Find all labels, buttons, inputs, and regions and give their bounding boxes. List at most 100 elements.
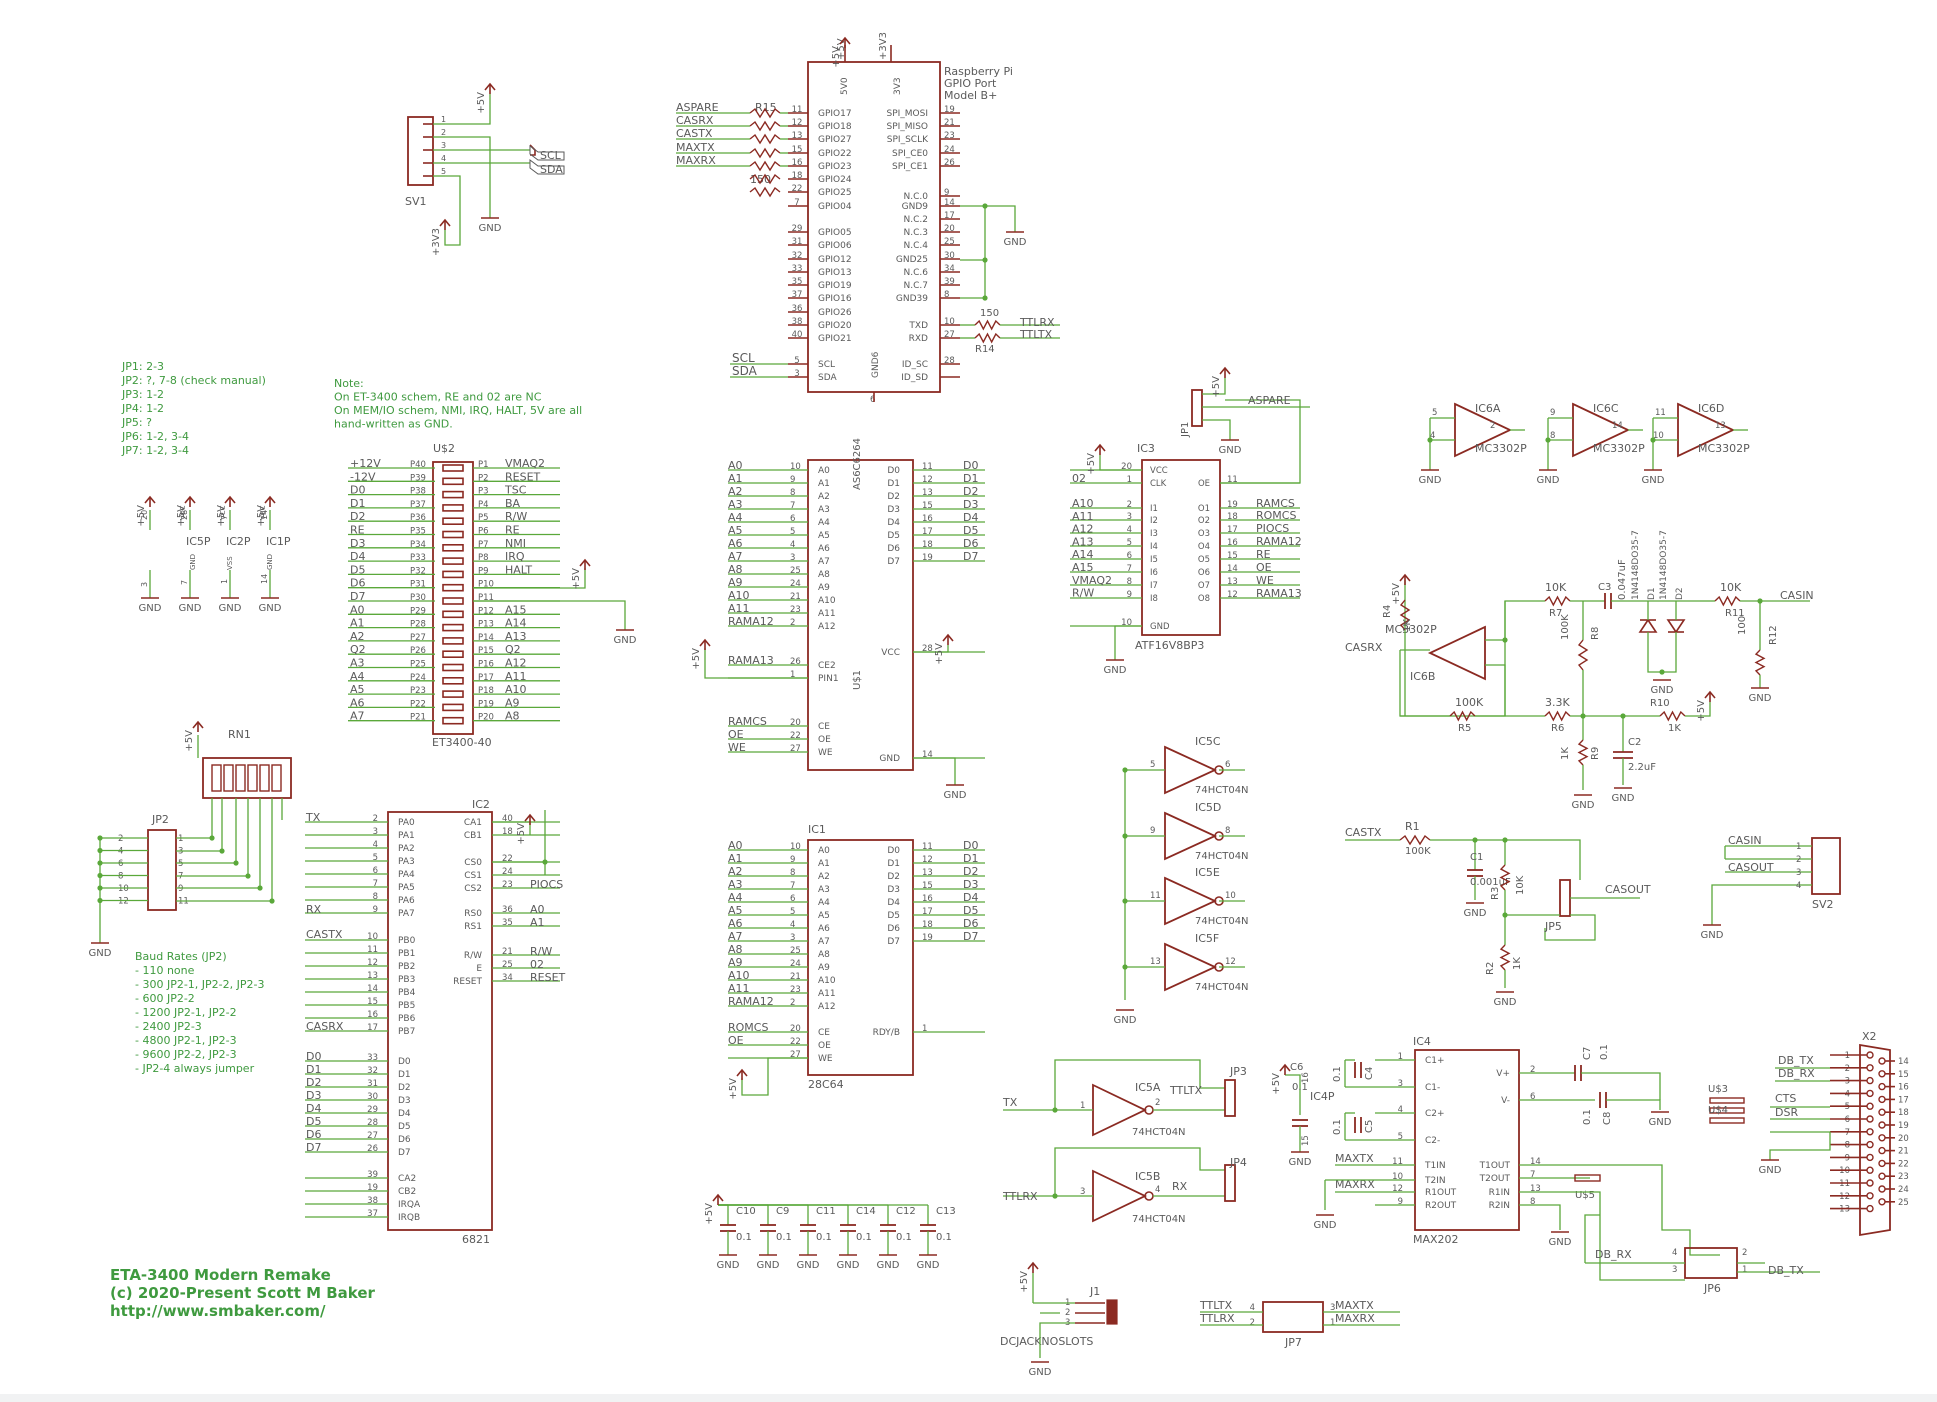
label: 28 (180, 510, 189, 520)
label: PIN1 (818, 674, 839, 684)
label: 12 (1839, 1192, 1850, 1202)
label: 1K (1402, 619, 1413, 632)
label: RS0 (464, 909, 482, 919)
label: GPIO13 (818, 268, 852, 278)
supply-label: +5V (704, 1203, 715, 1225)
label: 100K (1560, 614, 1571, 640)
label: D4 (887, 898, 900, 908)
label: OE (728, 1034, 744, 1047)
label: PB5 (398, 1001, 415, 1011)
pin-contact (1878, 1159, 1886, 1168)
label: 8 (118, 872, 123, 882)
junction (1659, 669, 1665, 675)
label: GND39 (896, 294, 928, 304)
connector-shell (1859, 1043, 1891, 1237)
label: MC3302P (1475, 442, 1527, 455)
label: IRQB (398, 1213, 420, 1223)
label: T1IN (1424, 1161, 1446, 1171)
label: D7 (963, 550, 978, 563)
label: A3 (818, 885, 830, 895)
label: Baud Rates (JP2) (135, 950, 227, 963)
label: IC2 (472, 798, 490, 811)
label: 13 (1227, 577, 1238, 587)
label: CASTX (1345, 826, 1382, 839)
label: - 9600 JP2-2, JP2-3 (135, 1048, 237, 1061)
label: 13 (1530, 1184, 1541, 1194)
part-body (807, 839, 914, 1076)
label: 13 (1715, 421, 1726, 431)
label: 24 (790, 579, 801, 589)
gnd-label: GND (1572, 800, 1595, 811)
label: R14 (975, 344, 995, 355)
label: RDY/B (873, 1028, 900, 1038)
label: R1OUT (1425, 1188, 1457, 1198)
label: 1 (220, 579, 229, 584)
part-body (1262, 1301, 1324, 1333)
label: GND (879, 754, 900, 764)
label: U$2 (433, 442, 455, 455)
label: 18 (1227, 512, 1238, 522)
pin-socket (442, 530, 464, 539)
label: D2 (398, 1083, 411, 1093)
wire (1685, 702, 1711, 717)
ic4-max202: IC4MAX202IC4PC1+1C1-3C2+4C2-5T1IN11T2IN1… (1271, 1035, 1720, 1281)
label: GPIO25 (818, 188, 852, 198)
label: +3V3 (878, 32, 889, 60)
label: C1- (1425, 1083, 1440, 1093)
label: PA0 (398, 818, 415, 828)
label: P14 (478, 633, 494, 643)
label: 21 (1898, 1147, 1909, 1157)
header-body (1224, 1164, 1236, 1202)
label: 5 (1150, 760, 1155, 770)
label: - 300 JP2-1, JP2-2, JP2-3 (135, 978, 264, 991)
label: PIOCS (530, 878, 563, 891)
label: R15 (755, 101, 777, 114)
label: 30 (367, 1092, 378, 1102)
label: 2 (1155, 1098, 1160, 1108)
label: 02 (1072, 472, 1086, 485)
label: 32 (792, 251, 803, 261)
junction (1052, 1107, 1058, 1113)
label: 21 (790, 592, 801, 602)
label: 10K (1720, 581, 1742, 594)
label: IC1 (808, 823, 826, 836)
label: A11 (818, 989, 836, 999)
label: SCL (732, 351, 755, 365)
label: A2 (350, 630, 365, 643)
label: R/W (464, 951, 482, 961)
label: I8 (1150, 594, 1158, 604)
label: RE (1256, 548, 1271, 561)
label: 4 (1127, 525, 1132, 535)
label: I4 (1150, 542, 1158, 552)
label: D5 (887, 911, 900, 921)
label: 12 (1392, 1184, 1403, 1194)
label: 15 (922, 881, 933, 891)
wire (741, 1057, 808, 1096)
pin-contact (1878, 1082, 1886, 1091)
label: IC1P (266, 535, 291, 548)
resistor-element (223, 764, 234, 792)
label: R8 (1590, 627, 1601, 640)
label: R1 (1405, 820, 1420, 833)
label: A3 (350, 657, 365, 670)
label: 15 (367, 997, 378, 1007)
label: On ET-3400 schem, RE and 02 are NC (334, 391, 542, 404)
label: A1 (728, 852, 743, 865)
label: 15 (922, 501, 933, 511)
label: A9 (818, 963, 830, 973)
label: JP1: 2-3 (121, 360, 164, 373)
junction (1620, 713, 1626, 719)
label: D7 (306, 1141, 321, 1154)
pin-socket (442, 623, 464, 632)
supply-label: +5V (1271, 1073, 1282, 1095)
label: 20 (140, 510, 149, 520)
label: DB_TX (1768, 1264, 1804, 1277)
label: 7 (220, 515, 229, 520)
supply-label: +5V (1019, 1271, 1030, 1293)
label: N.C.6 (904, 268, 929, 278)
label: 10 (1839, 1166, 1850, 1176)
label: RAMCS (728, 715, 767, 728)
label: -12V (350, 470, 376, 483)
label: 3 (373, 827, 378, 837)
